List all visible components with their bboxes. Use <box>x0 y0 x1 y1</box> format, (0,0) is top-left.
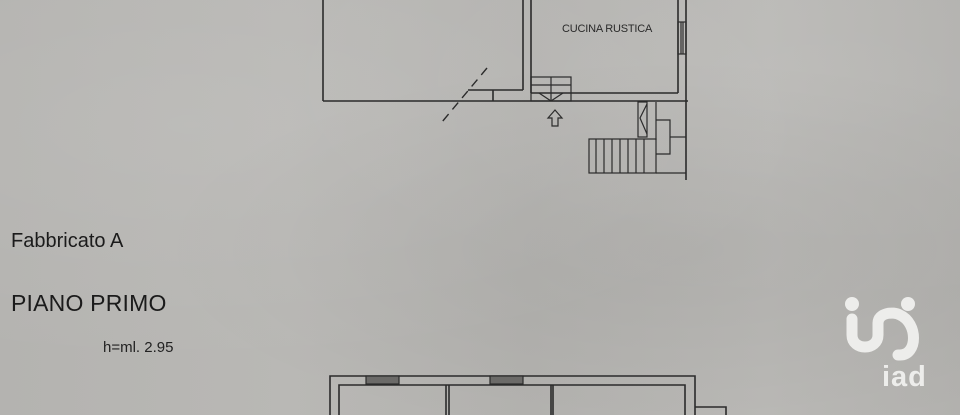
building-label: Fabbricato A <box>11 230 124 252</box>
iad-brand-text: iad <box>882 361 927 393</box>
external-stair <box>588 101 686 174</box>
arrow-up-icon <box>546 109 564 127</box>
iad-logo-icon <box>845 297 919 361</box>
lower-windows <box>365 375 524 385</box>
ceiling-height-label: h=ml. 2.95 <box>103 339 174 356</box>
kitchen-window <box>677 21 687 55</box>
left-room-walls <box>322 0 688 102</box>
inner-stair <box>530 76 572 102</box>
floor-label: PIANO PRIMO <box>11 290 167 316</box>
section-line <box>441 67 488 123</box>
room-label-kitchen: CUCINA RUSTICA <box>562 23 653 35</box>
